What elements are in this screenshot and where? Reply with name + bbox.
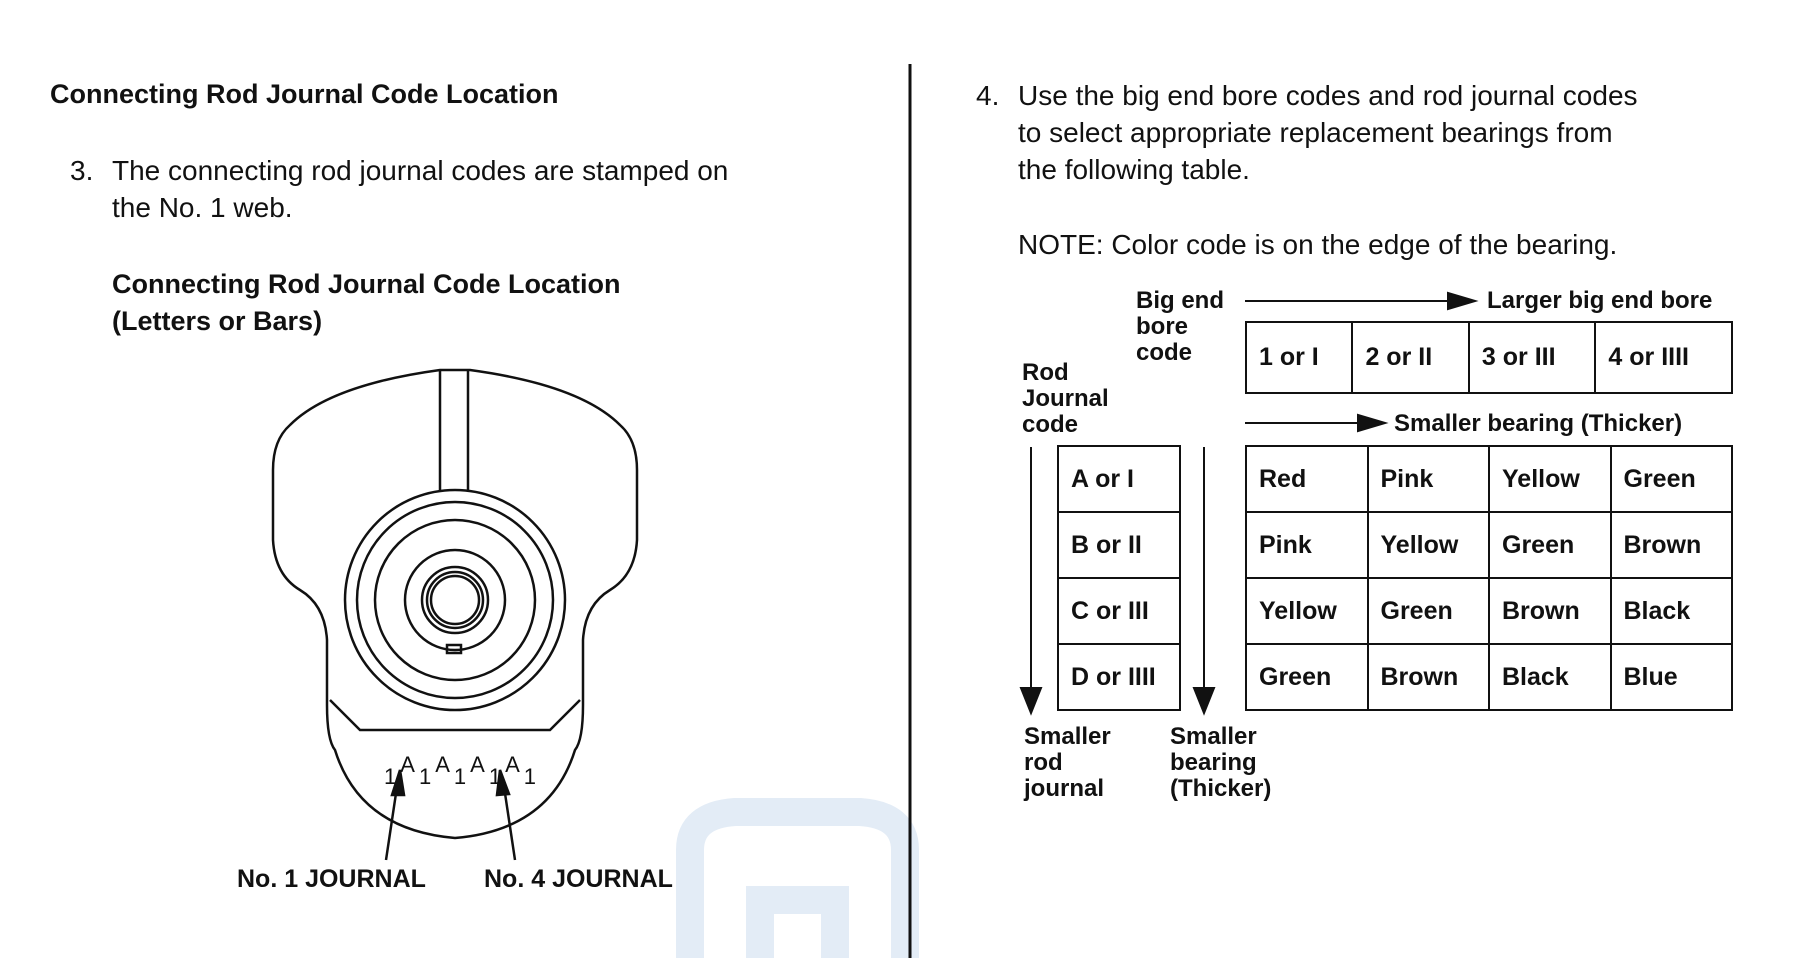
label-line: Big end xyxy=(1136,287,1224,314)
journal-code-cell: A or I xyxy=(1057,445,1181,513)
color-cell: Pink xyxy=(1245,511,1369,579)
step-4-line: the following table. xyxy=(1018,154,1250,185)
color-cell: Black xyxy=(1488,643,1612,711)
no4-journal-label: No. 4 JOURNAL xyxy=(484,865,673,893)
rod-journal-code-label: Rod Journal code xyxy=(1022,360,1109,438)
label-line: rod xyxy=(1024,749,1063,776)
color-cell: Black xyxy=(1609,577,1733,645)
stamp-letter: A xyxy=(505,752,520,777)
journal-code-table: A or I B or II C or III D or IIII xyxy=(1057,445,1181,711)
color-cell: Pink xyxy=(1366,445,1490,513)
larger-bore-label: Larger big end bore xyxy=(1487,287,1713,314)
step-3-line: The connecting rod journal codes are sta… xyxy=(112,155,729,186)
journal-callout-arrows xyxy=(384,769,517,861)
figure-title-line: Connecting Rod Journal Code Location xyxy=(112,269,621,299)
stamp-digit: 1 xyxy=(418,764,432,789)
journal-code-cell: B or II xyxy=(1057,511,1181,579)
step-4-line: to select appropriate replacement bearin… xyxy=(1018,117,1613,148)
label-line: (Thicker) xyxy=(1170,775,1272,802)
smaller-bearing-label: Smaller bearing (Thicker) xyxy=(1394,410,1683,437)
label-line: bearing xyxy=(1170,749,1257,776)
label-line: Smaller xyxy=(1024,723,1111,750)
figure-title-line: (Letters or Bars) xyxy=(112,306,323,336)
label-line: Smaller xyxy=(1170,723,1257,750)
connecting-rod-drawing xyxy=(271,368,639,840)
step-3-line: the No. 1 web. xyxy=(112,192,293,223)
step-4-text: Use the big end bore codes and rod journ… xyxy=(1018,77,1638,188)
color-cell: Yellow xyxy=(1245,577,1369,645)
color-cell: Red xyxy=(1245,445,1369,513)
color-cell: Green xyxy=(1488,511,1612,579)
color-cell: Blue xyxy=(1609,643,1733,711)
stamp-letter: A xyxy=(470,752,485,777)
color-cell: Brown xyxy=(1609,511,1733,579)
color-cell: Brown xyxy=(1488,577,1612,645)
label-line: Journal xyxy=(1022,385,1109,412)
smaller-bearing-bottom-label: Smaller bearing (Thicker) xyxy=(1170,724,1271,802)
bore-code-cell: 1 or I xyxy=(1244,321,1354,394)
step-3-number: 3. xyxy=(70,155,94,186)
stamp-digit: 1 xyxy=(453,764,467,789)
table-arrows xyxy=(1019,291,1479,716)
color-cell: Yellow xyxy=(1366,511,1490,579)
honda-logo-watermark xyxy=(676,798,919,958)
step-4-number: 4. xyxy=(976,80,1000,111)
smaller-rod-journal-label: Smaller rod journal xyxy=(1024,724,1111,802)
color-cell: Yellow xyxy=(1488,445,1612,513)
note-text: NOTE: Color code is on the edge of the b… xyxy=(1018,229,1618,260)
stamp-digit: 1 xyxy=(384,764,397,789)
bore-code-table: 1 or I 2 or II 3 or III 4 or IIII xyxy=(1244,321,1733,394)
color-cell: Brown xyxy=(1366,643,1490,711)
label-line: journal xyxy=(1024,775,1105,802)
color-cell: Green xyxy=(1366,577,1490,645)
journal-code-cell: C or III xyxy=(1057,577,1181,645)
stamp-letter: A xyxy=(435,752,450,777)
no1-journal-label: No. 1 JOURNAL xyxy=(237,865,426,893)
label-line: Rod xyxy=(1022,359,1069,386)
stamp-digit: 1 xyxy=(523,764,536,789)
stamp-digit: 1 xyxy=(488,764,502,789)
color-cell: Green xyxy=(1609,445,1733,513)
step-4-line: Use the big end bore codes and rod journ… xyxy=(1018,80,1638,111)
bore-code-cell: 2 or II xyxy=(1351,321,1470,394)
label-line: code xyxy=(1022,411,1079,438)
label-line: bore xyxy=(1136,313,1189,340)
color-cell: Green xyxy=(1245,643,1369,711)
figure-title: Connecting Rod Journal Code Location (Le… xyxy=(112,266,621,340)
journal-code-cell: D or IIII xyxy=(1057,643,1181,711)
step-3-text: The connecting rod journal codes are sta… xyxy=(112,152,728,226)
big-end-bore-code-label: Big end bore code xyxy=(1136,288,1224,366)
label-line: code xyxy=(1136,339,1193,366)
bore-code-cell: 3 or III xyxy=(1467,321,1597,394)
stamp-letter: A xyxy=(400,752,415,777)
bore-code-cell: 4 or IIII xyxy=(1594,321,1733,394)
section-heading: Connecting Rod Journal Code Location xyxy=(50,79,559,109)
